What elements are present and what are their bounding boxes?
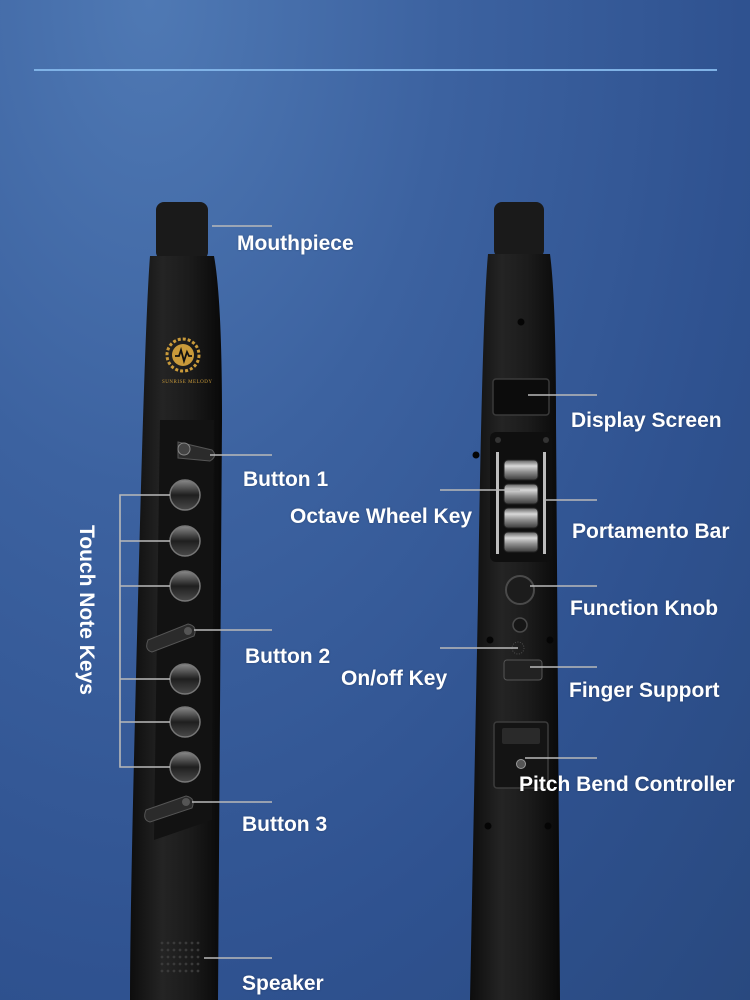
octave-wheel[interactable] xyxy=(503,459,539,481)
touch-note-key[interactable] xyxy=(169,570,201,602)
back-view-instrument xyxy=(470,202,560,1000)
pitch-bend-controller-label: Pitch Bend Controller xyxy=(519,773,735,796)
function-knob-label: Function Knob xyxy=(570,597,719,620)
brand-text: SUNRISE MELODY xyxy=(162,380,213,385)
brand-logo xyxy=(165,337,201,373)
speaker-grille xyxy=(160,941,200,973)
display-screen xyxy=(492,378,550,416)
octave-wheel-key-label: Octave Wheel Key xyxy=(290,505,473,528)
button-2-label: Button 2 xyxy=(245,645,331,668)
finger-support xyxy=(503,659,543,681)
speaker-label: Speaker xyxy=(242,972,324,995)
touch-note-key[interactable] xyxy=(169,751,201,783)
touch-note-key[interactable] xyxy=(169,663,201,695)
on-off-key-label: On/off Key xyxy=(341,667,448,690)
touch-note-key[interactable] xyxy=(169,525,201,557)
button-3[interactable] xyxy=(144,795,194,823)
octave-wheel[interactable] xyxy=(503,483,539,505)
mouthpiece-label: Mouthpiece xyxy=(237,232,354,255)
function-knob[interactable] xyxy=(505,575,535,605)
portamento-bar[interactable] xyxy=(496,452,499,554)
button-3-label: Button 3 xyxy=(242,813,328,836)
touch-note-key[interactable] xyxy=(169,479,201,511)
touch-note-key[interactable] xyxy=(169,706,201,738)
portamento-bar-label: Portamento Bar xyxy=(572,520,730,543)
octave-wheel[interactable] xyxy=(503,531,539,553)
button-2[interactable] xyxy=(146,623,196,653)
front-mouthpiece xyxy=(156,202,208,260)
finger-support-label: Finger Support xyxy=(569,679,720,702)
back-mouthpiece xyxy=(494,202,544,258)
top-divider-line xyxy=(34,69,717,71)
touch-note-keys-label: Touch Note Keys xyxy=(75,525,98,695)
button-1-label: Button 1 xyxy=(243,468,329,491)
octave-wheel[interactable] xyxy=(503,507,539,529)
display-screen-label: Display Screen xyxy=(571,409,722,432)
front-view-instrument xyxy=(130,202,222,1000)
on-off-key[interactable] xyxy=(512,617,528,633)
leader-lines xyxy=(119,225,597,959)
